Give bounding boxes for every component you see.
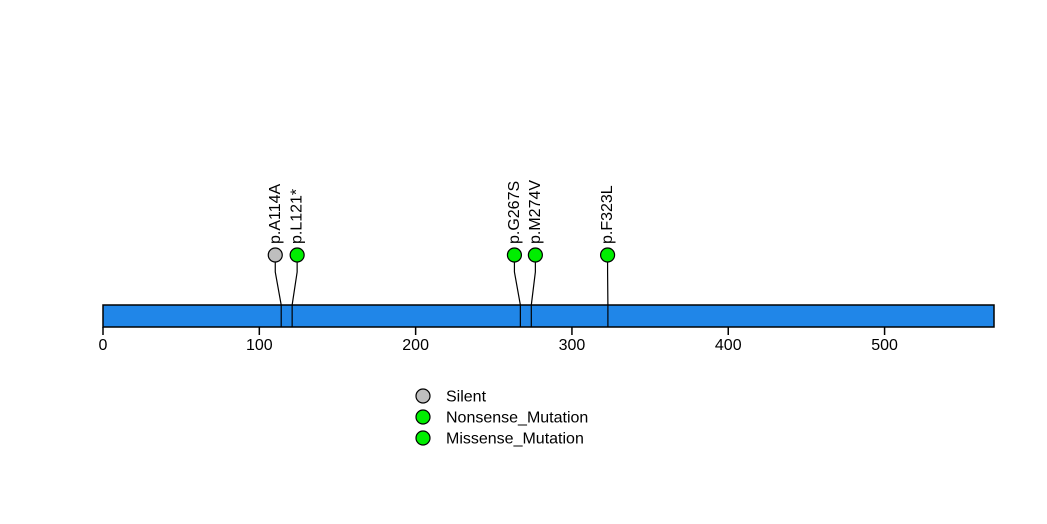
axis-tick-label: 100 [246,337,273,354]
legend-marker [415,430,431,446]
lollipop-stem [274,262,282,306]
protein-bar-layer [102,304,995,328]
legend-label: Missense_Mutation [446,431,584,448]
mutation-marker [527,247,543,263]
mutation-label: p.G267S [506,181,523,244]
lollipop-stem [530,262,536,306]
axis-tick-label: 0 [99,337,108,354]
x-axis-layer: 0 100 200 300 400 500 [99,327,898,354]
mutation-marker [267,247,283,263]
mutation-label: p.F323L [599,185,616,244]
mutation-label: p.M274V [527,180,544,244]
mutation-markers-layer [267,247,616,263]
mutation-marker [599,247,616,263]
axis-tick-label: 300 [559,337,586,354]
legend-marker [415,388,431,404]
mutation-marker [289,247,305,263]
lollipop-stem [291,262,298,306]
axis-tick-label: 500 [871,337,898,354]
legend-marker [415,409,431,425]
protein-bar [102,304,995,328]
mutation-label: p.A114A [267,183,284,244]
legend-label: Nonsense_Mutation [446,410,588,427]
lollipop-stems-through-layer [280,305,609,327]
lollipop-stems-layer [274,262,609,306]
mutation-label: p.L121* [289,189,306,244]
axis-tick-label: 400 [715,337,742,354]
lollipop-stem [513,262,521,306]
axis-tick-label: 200 [402,337,429,354]
legend-label: Silent [446,389,487,406]
mutation-marker [506,247,523,263]
